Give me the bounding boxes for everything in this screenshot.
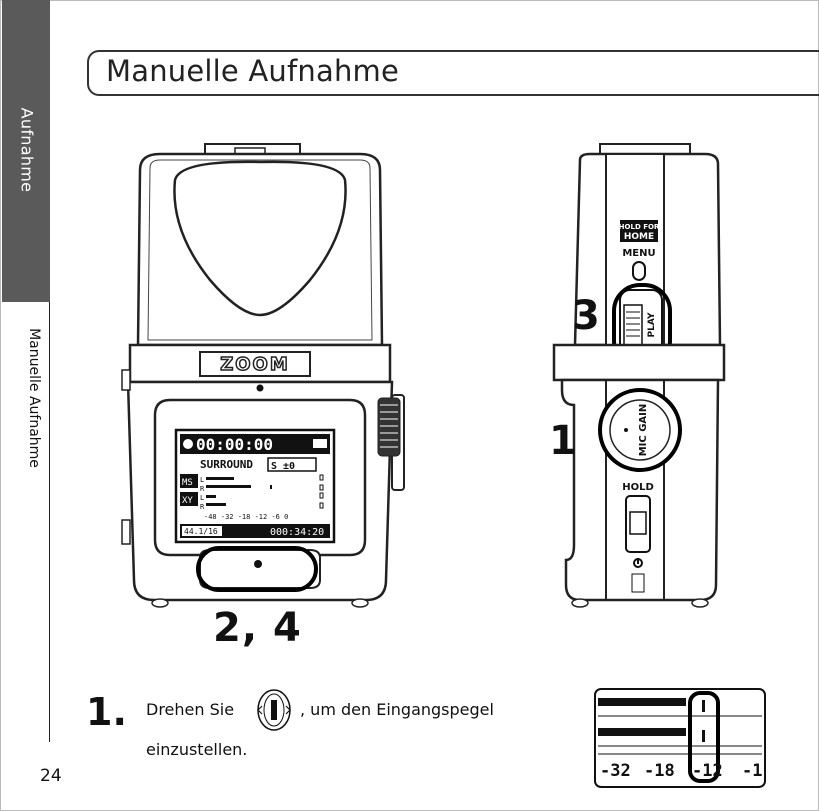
lcd-remaining: 000:34:20 (270, 527, 324, 538)
lcd-format: 44.1/16 (184, 527, 218, 536)
step-text-after: , um den Eingangspegel (300, 700, 494, 719)
page-number: 24 (40, 766, 62, 786)
svg-text:L: L (200, 476, 204, 484)
lcd-mode: SURROUND (200, 458, 253, 471)
play-label: PLAY (647, 312, 657, 337)
lcd-channel-xy: XY (182, 496, 193, 506)
step-text-line2: einzustellen. (146, 740, 248, 759)
mic-gain-dial-icon (257, 689, 291, 731)
brand-logo: ZOOM (220, 354, 290, 375)
section-tab-label: Aufnahme (17, 107, 37, 193)
mic-gain-label: MIC GAIN (638, 404, 649, 457)
menu-label: MENU (622, 248, 655, 259)
callout-side-top: 3 (572, 293, 601, 339)
page-border-top (0, 0, 819, 1)
device-side-illustration: HOLD FOR HOME MENU PLAY MIC GAIN HOLD (552, 143, 726, 608)
lcd-detail-scale-1: -32 (600, 761, 631, 781)
subsection-label: Manuelle Aufnahme (26, 328, 42, 468)
lcd-mode-value: S ±0 (271, 461, 295, 472)
page-title: Manuelle Aufnahme (106, 54, 400, 88)
hold-label: HOLD (622, 482, 654, 493)
lcd-channel-ms: MS (182, 478, 193, 488)
svg-text:L: L (200, 494, 204, 502)
side-rule (49, 302, 50, 742)
lcd-scale: -48 -32 -18 -12 -6 0 (204, 513, 288, 521)
home-label: HOME (624, 232, 654, 242)
step-text-before: Drehen Sie (146, 700, 235, 719)
svg-text:R: R (200, 485, 205, 493)
lcd-detail-scale-2: -18 (644, 761, 675, 781)
callout-side-mid: 1 (549, 418, 578, 464)
lcd-time: 00:00:00 (196, 435, 273, 454)
svg-text:R: R (200, 503, 205, 511)
hold-for-label: HOLD FOR (619, 223, 660, 231)
lcd-meter-detail: -32 -18 -12 -1 (594, 688, 766, 788)
callout-front: 2, 4 (213, 605, 302, 651)
lcd-detail-scale-4: -1 (742, 761, 762, 781)
title-box (87, 50, 819, 96)
step-number: 1. (86, 690, 127, 734)
section-tab[interactable]: Aufnahme (2, 0, 50, 302)
device-front-illustration: ZOOM 00:00:00 SURROUND S ±0 MS L R XY L … (121, 143, 405, 608)
lcd-detail-scale-3: -12 (692, 761, 723, 781)
page-border-left (0, 0, 1, 811)
